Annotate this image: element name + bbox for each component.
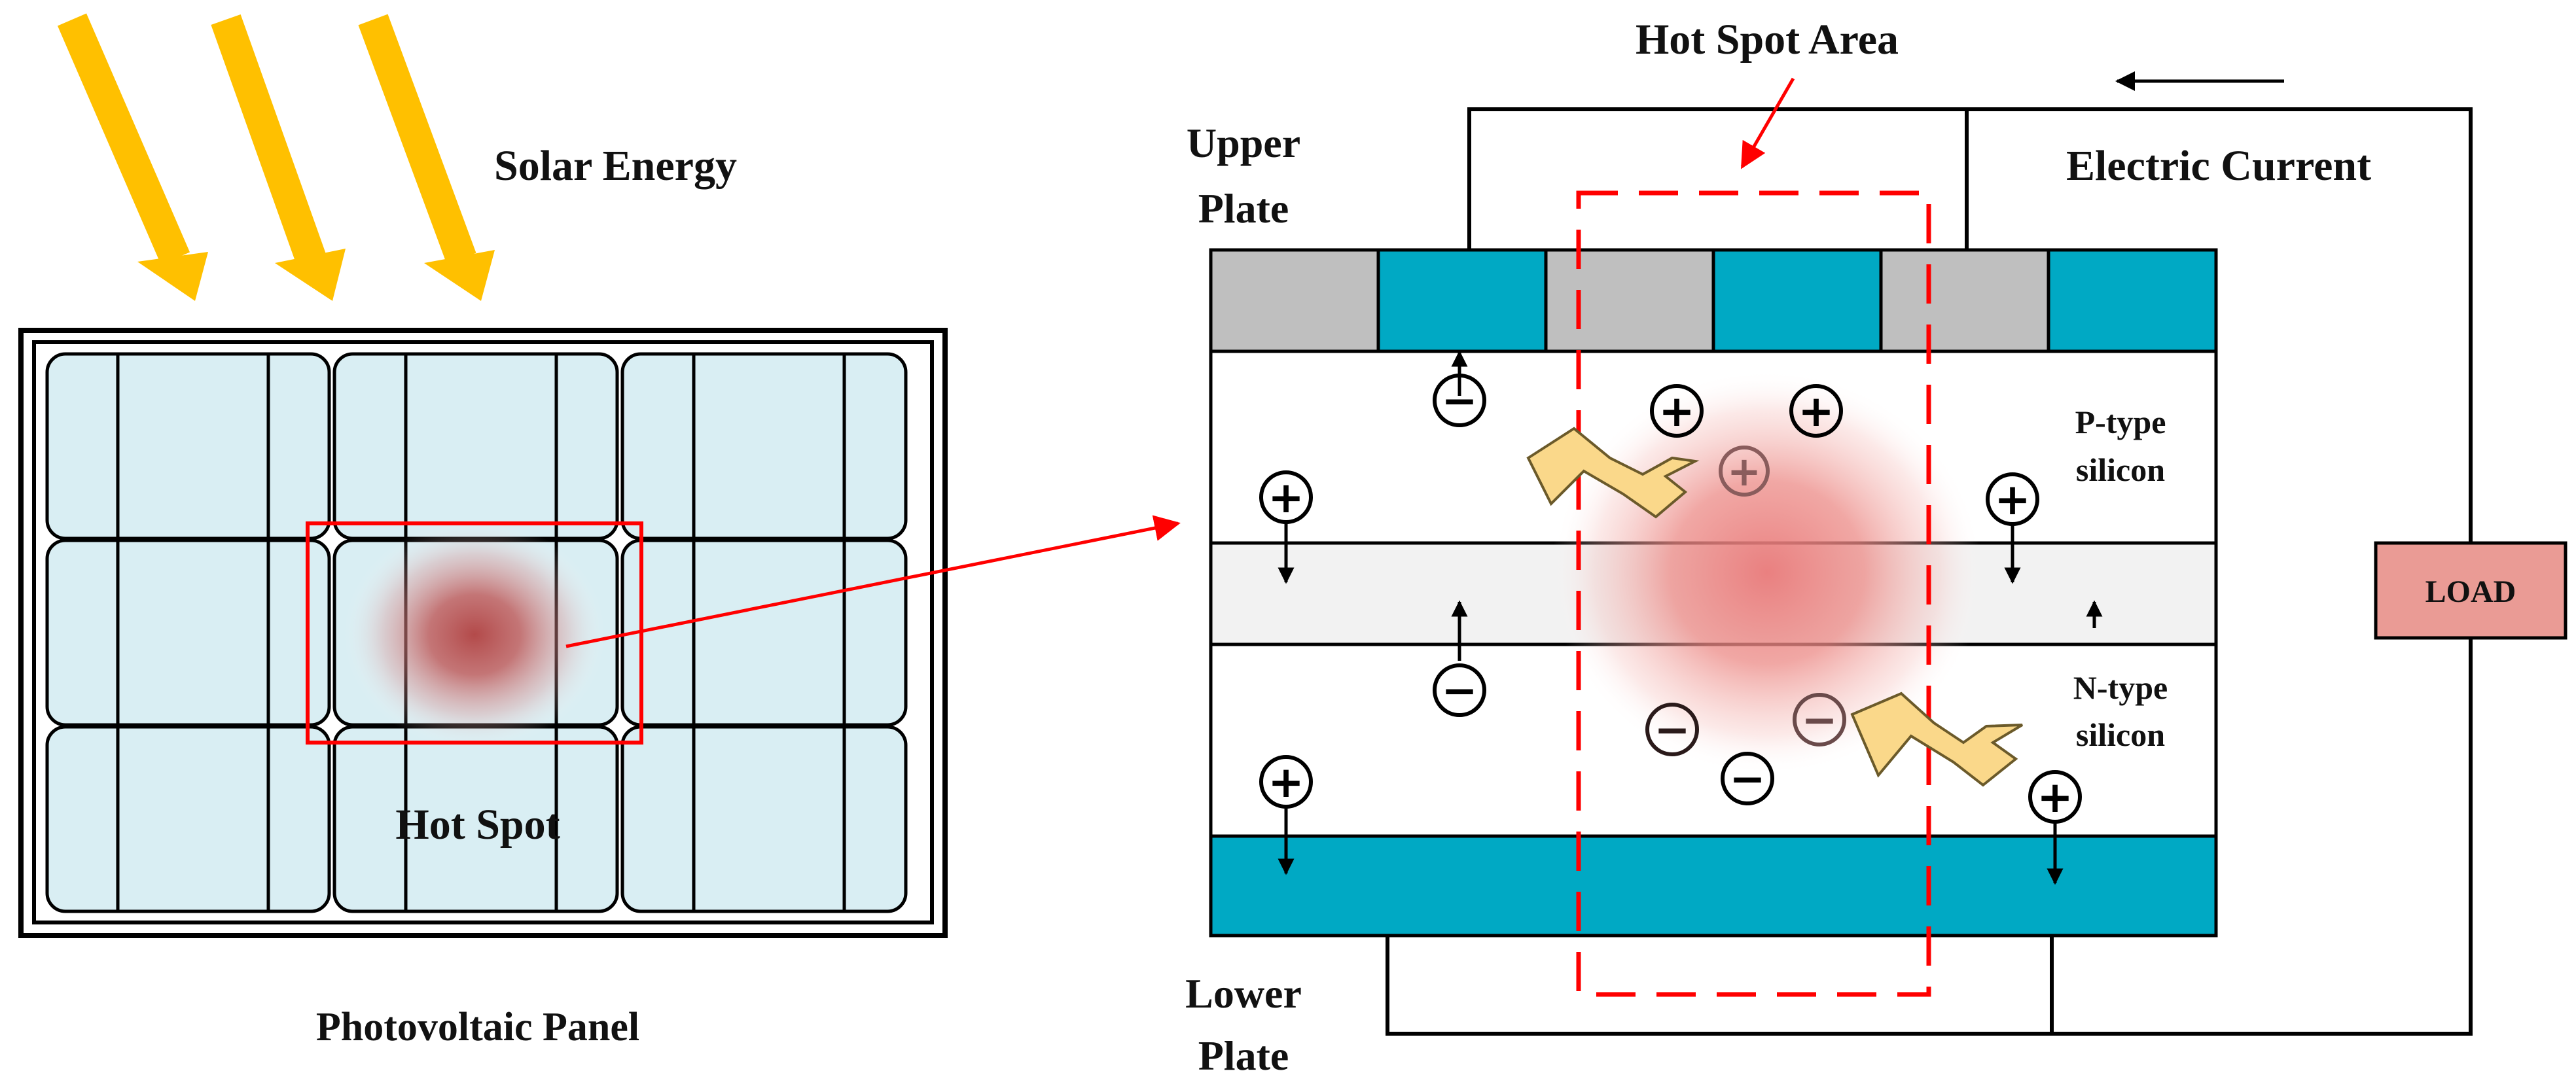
positive-charge-icon: +	[1650, 384, 1704, 438]
hot-spot-area-box	[1576, 190, 1931, 997]
hot-spot-label: Hot Spot	[395, 801, 560, 849]
lower-wire	[1386, 638, 2473, 1036]
n-type-label-line2: silicon	[2076, 716, 2165, 753]
circuit-wires	[1386, 107, 2473, 1036]
negative-charge-icon: −	[1721, 752, 1774, 805]
upper-plate-label-line1: Upper	[1187, 120, 1300, 166]
sun-ray-icon	[211, 14, 346, 301]
upper-plate-teal-segment	[1711, 248, 1883, 353]
svg-text:+: +	[1268, 472, 1304, 523]
panel-cell	[45, 538, 331, 727]
electric-current-label: Electric Current	[2066, 142, 2371, 190]
positive-charge-icon: +	[1986, 472, 2039, 526]
svg-text:+: +	[2037, 772, 2073, 822]
upper-plate-gray-segment	[1879, 248, 2050, 353]
panel-busbars	[116, 354, 846, 911]
p-type-label-line1: P-type	[2075, 404, 2166, 440]
p-type-label-line2: silicon	[2076, 451, 2165, 488]
svg-text:−: −	[1441, 376, 1477, 426]
solar-energy-label: Solar Energy	[494, 142, 737, 190]
svg-text:+: +	[1658, 386, 1694, 436]
negative-charge-icon: −	[1793, 693, 1846, 746]
upper-plate-label-line2: Plate	[1198, 185, 1289, 232]
negative-charge-icon: −	[1433, 663, 1486, 717]
panel-cell	[620, 725, 908, 913]
panel-cell	[620, 352, 908, 540]
negative-charge-icon: −	[1433, 374, 1486, 427]
zoom-arrow	[565, 515, 1181, 648]
positive-charge-icon: +	[1259, 755, 1313, 809]
load-label: LOAD	[2425, 574, 2516, 609]
photovoltaic-panel	[18, 328, 948, 938]
svg-text:−: −	[1729, 754, 1765, 804]
panel-cell	[620, 538, 908, 727]
photovoltaic-panel-label: Photovoltaic Panel	[316, 1005, 639, 1049]
sun-rays	[57, 13, 495, 301]
n-type-label-line1: N-type	[2073, 669, 2168, 706]
panel-hot-spot-box	[306, 521, 643, 745]
svg-text:+: +	[1798, 386, 1834, 436]
lightning-icon	[1526, 427, 1700, 519]
hot-spot-area-label: Hot Spot Area	[1636, 16, 1899, 63]
lightning-icon	[1850, 692, 2024, 787]
positive-charge-icon: +	[1259, 470, 1313, 524]
lower-plate	[1209, 834, 2218, 938]
panel-cell	[45, 725, 331, 913]
charge-arrows	[1278, 350, 2103, 885]
positive-charge-icon: +	[1719, 446, 1770, 497]
upper-plate-gray-segment	[1209, 248, 1380, 353]
upper-plate-teal-segment	[2047, 248, 2218, 353]
panel-frame-inner	[32, 340, 934, 924]
sun-ray-icon	[358, 14, 495, 301]
svg-text:−: −	[1801, 695, 1837, 745]
svg-text:−: −	[1441, 665, 1477, 716]
upper-plate-gray-segment	[1544, 248, 1715, 353]
negative-charge-icon: −	[1645, 703, 1699, 756]
panel-hot-spot-glow	[344, 520, 605, 749]
panel-cell	[332, 352, 619, 540]
load-box	[2374, 541, 2567, 640]
panel-cell	[45, 352, 331, 540]
svg-text:−: −	[1654, 705, 1690, 755]
hot-spot-area-arrow	[1740, 77, 1795, 169]
positive-charge-icon: +	[1789, 384, 1843, 438]
lower-plate-label-line2: Plate	[1198, 1032, 1289, 1079]
svg-text:+: +	[1268, 757, 1304, 807]
upper-plate-teal-segment	[1376, 248, 1548, 353]
svg-text:+: +	[1994, 474, 2030, 525]
upper-wire	[1467, 107, 2473, 543]
positive-charge-icon: +	[2028, 770, 2082, 824]
svg-text:+: +	[1727, 447, 1761, 495]
lower-plate-label-line1: Lower	[1185, 970, 1302, 1017]
sun-ray-icon	[57, 13, 208, 301]
